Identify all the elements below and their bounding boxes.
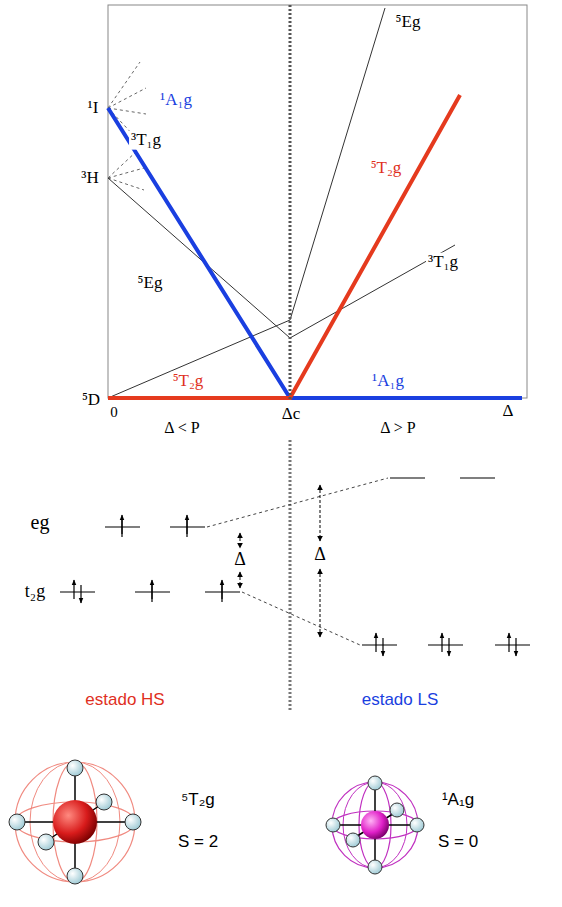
state-label: ³T₁g [129, 131, 163, 150]
axis-label: Δc [280, 405, 302, 424]
axis-label: Δ > P [378, 419, 417, 437]
orbital-label: eg [29, 511, 52, 533]
orbital-label: t₂g [23, 582, 47, 602]
axis-label: Δ < P [162, 419, 201, 437]
state-label: ⁵T₂g [179, 791, 217, 810]
state-label: ³T₁g [426, 253, 460, 272]
state-label: ⁵T₂g [171, 372, 206, 391]
term-label: ³H [79, 169, 100, 188]
state-label: ⁵T₂g [369, 159, 404, 178]
state-label: ¹A₁g [370, 372, 406, 391]
state-label: ¹A₁g [158, 91, 194, 110]
state-label: ⁵Eg [136, 274, 165, 293]
spin-label: S = 2 [176, 833, 220, 852]
state-caption: estado LS [360, 691, 441, 710]
term-label: ¹I [86, 99, 101, 118]
splitting-label: Δ [312, 545, 328, 565]
spin-label: S = 0 [436, 833, 480, 852]
term-label: ⁵D [80, 391, 102, 410]
splitting-label: Δ [232, 550, 248, 570]
state-caption: estado HS [83, 691, 166, 710]
axis-label: 0 [108, 404, 120, 421]
state-label: ⁵Eg [394, 13, 423, 32]
axis-label: Δ [501, 402, 516, 421]
state-label: ¹A₁g [440, 791, 476, 810]
